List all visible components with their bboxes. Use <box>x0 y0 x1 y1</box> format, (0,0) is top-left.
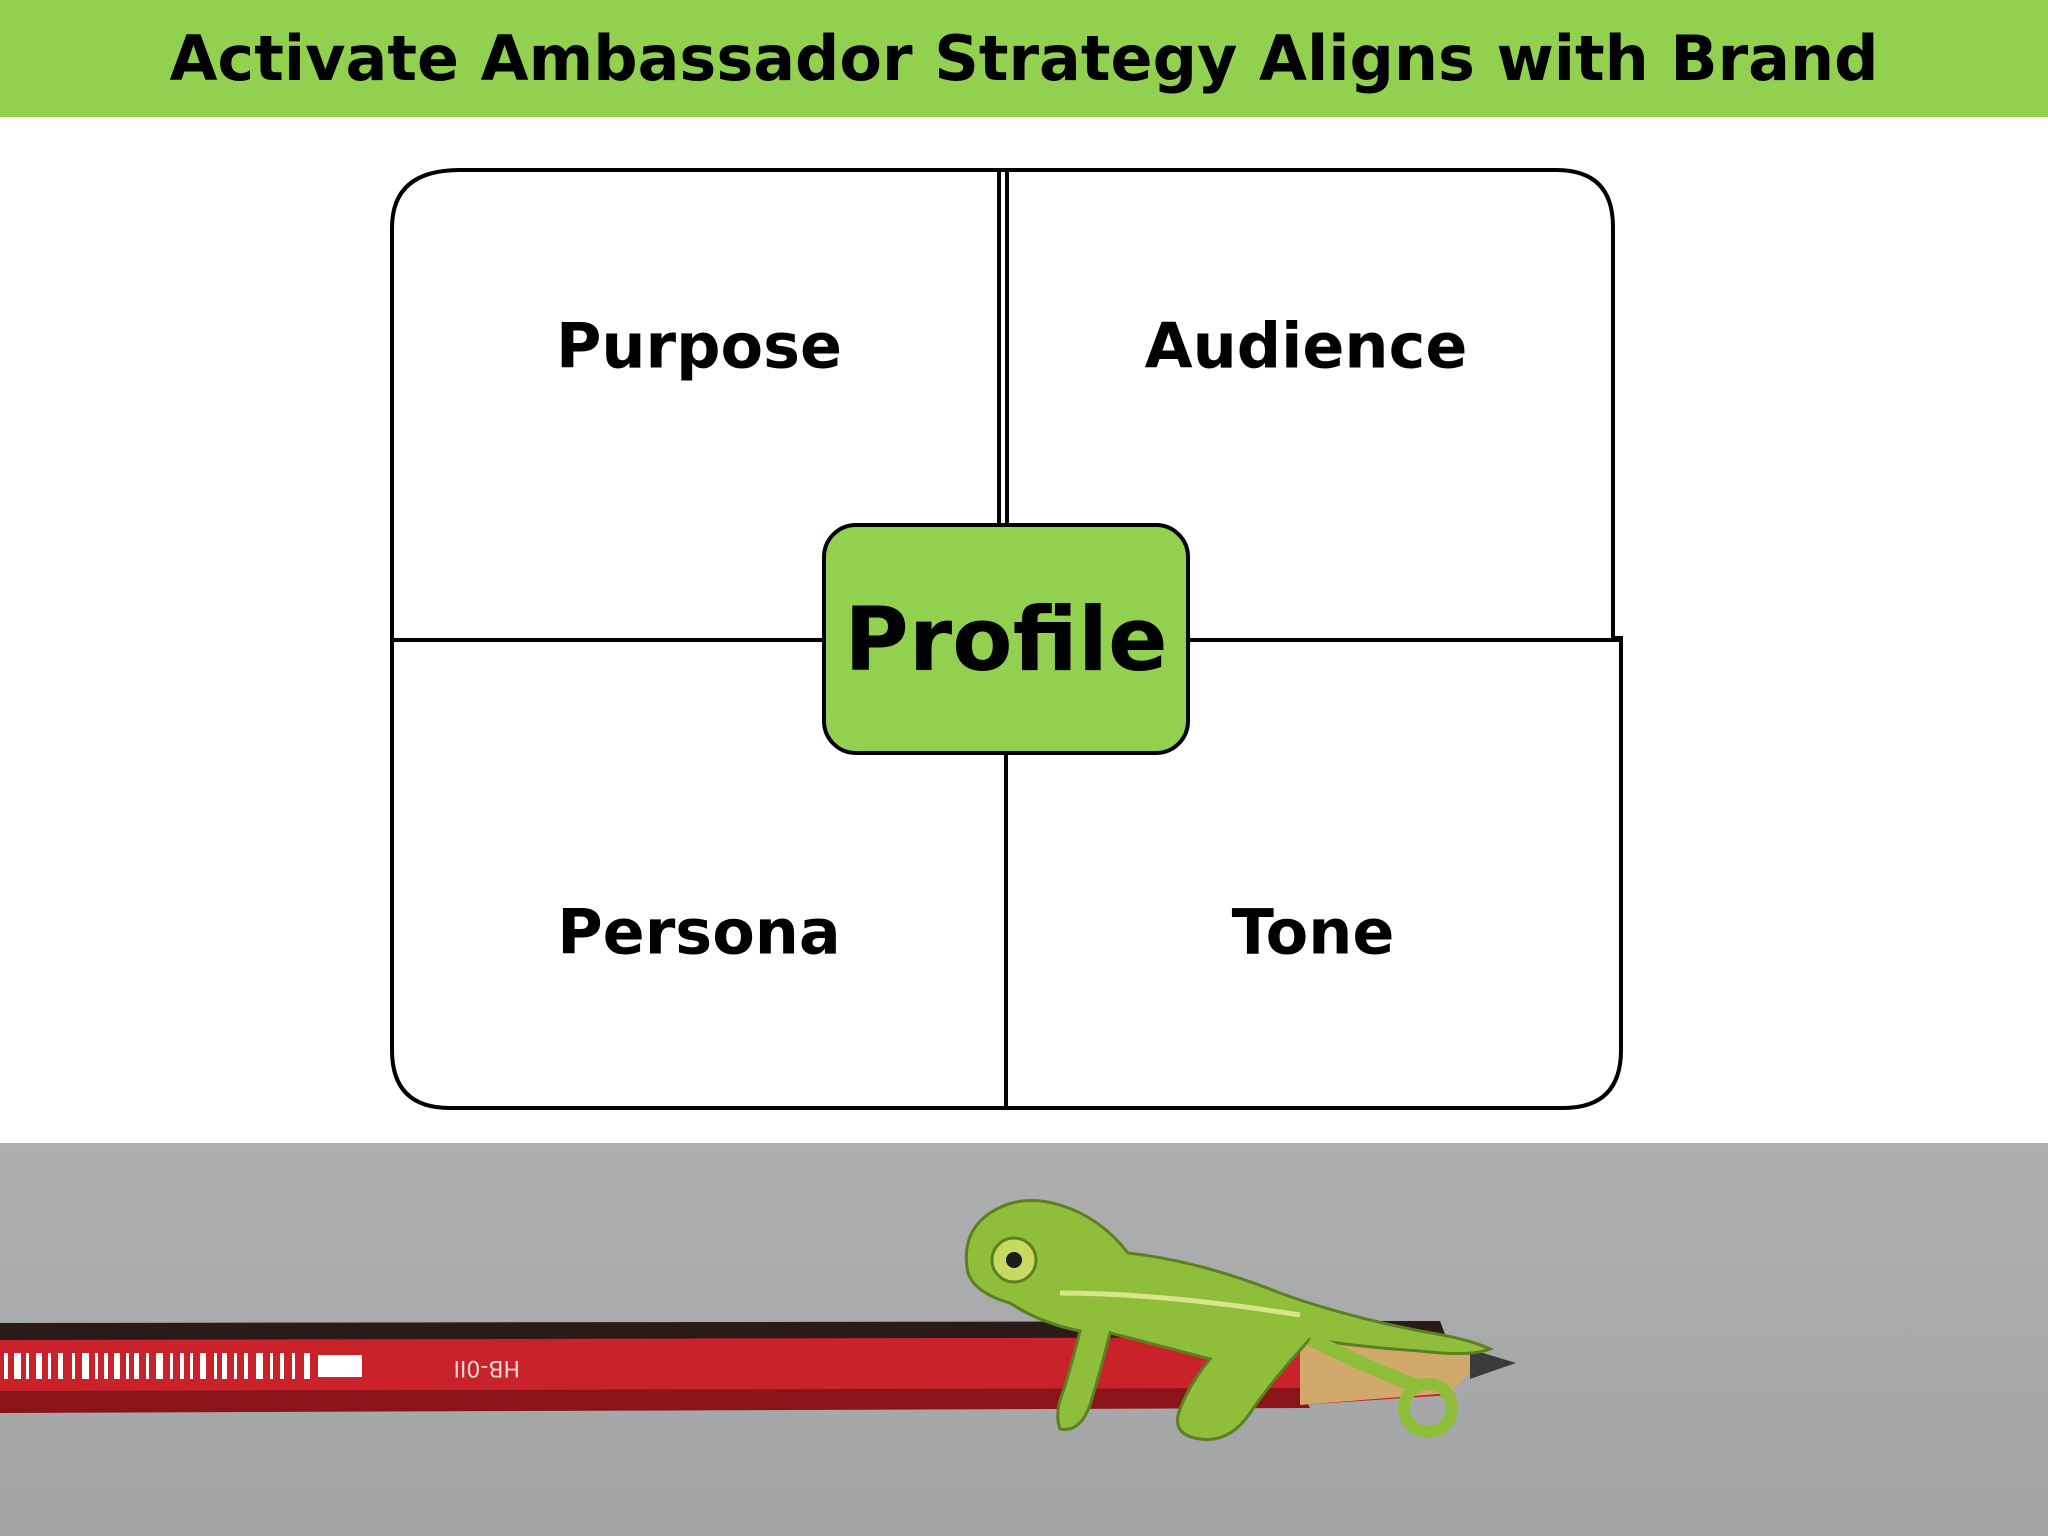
chameleon-tail-curl <box>1398 1378 1458 1438</box>
center-profile-label: Profile <box>844 587 1168 691</box>
title-bar: Activate Ambassador Strategy Aligns with… <box>0 0 2048 117</box>
chameleon-body <box>964 1199 1494 1441</box>
pencil-text: HB-0II <box>453 1355 520 1380</box>
diagram-outline <box>390 168 1623 1110</box>
quadrant-tone-label: Tone <box>1231 895 1395 969</box>
chameleon-stripe <box>1059 1290 1301 1318</box>
slide-title: Activate Ambassador Strategy Aligns with… <box>169 22 1879 95</box>
chameleon-tail <box>1306 1332 1423 1394</box>
chameleon-pencil-photo: HB-0II <box>0 1143 2048 1536</box>
quadrant-audience-label: Audience <box>1144 309 1468 383</box>
pencil-barcode <box>4 1353 362 1379</box>
chameleon-pupil <box>1006 1252 1022 1268</box>
diagram-frame <box>390 168 1623 1110</box>
pencil-lead <box>1470 1349 1516 1379</box>
quadrant-persona-label: Persona <box>557 895 841 969</box>
pencil-lower-band <box>0 1388 1310 1413</box>
profile-diagram: Purpose Audience Persona Tone Profile <box>390 168 1623 1110</box>
quadrant-purpose-label: Purpose <box>555 309 843 383</box>
center-profile-box: Profile <box>822 523 1190 755</box>
chameleon-pencil-illustration: HB-0II <box>0 1199 1516 1441</box>
